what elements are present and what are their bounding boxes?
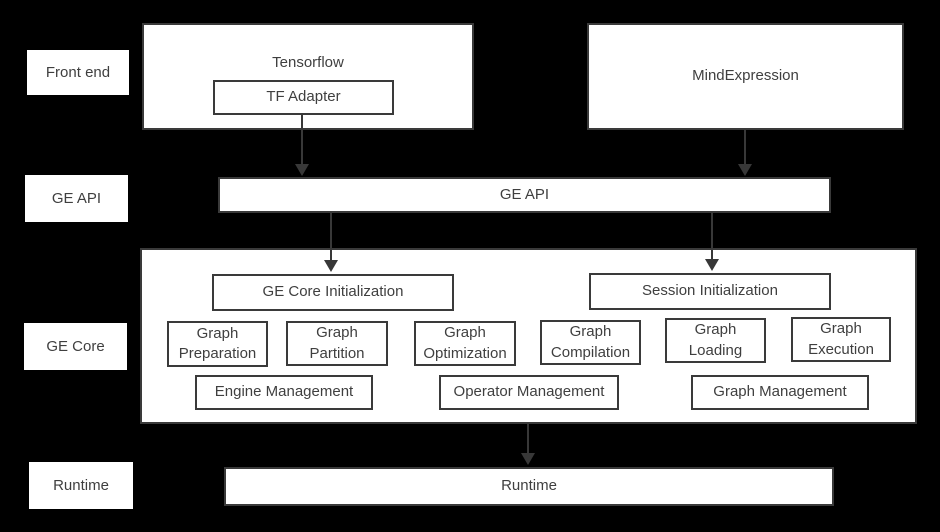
arrow-down-icon (705, 259, 719, 271)
module-graph-compilation: Graph Compilation (540, 320, 641, 365)
tf-adapter-box: TF Adapter (213, 80, 394, 115)
tensorflow-title: Tensorflow (272, 54, 344, 71)
ge-core-box: GE Core Initialization Session Initializ… (140, 248, 917, 424)
ge-core-initialization-box: GE Core Initialization (212, 274, 454, 311)
sidebar-label-ge-api: GE API (25, 175, 128, 222)
sidebar-label-front-end: Front end (27, 50, 129, 95)
tensorflow-box: Tensorflow TF Adapter (142, 23, 474, 130)
graph-management-box: Graph Management (691, 375, 869, 410)
session-initialization-box: Session Initialization (589, 273, 831, 310)
ge-api-bar: GE API (218, 177, 831, 213)
arrow-tf-adapter-to-ge-api (295, 113, 309, 176)
arrow-down-icon (295, 164, 309, 176)
runtime-bar: Runtime (224, 467, 834, 506)
module-graph-preparation: Graph Preparation (167, 321, 268, 367)
arrow-ge-api-to-core-init (324, 213, 338, 272)
arrow-down-icon (521, 453, 535, 465)
arrow-shaft (527, 424, 529, 454)
arrow-shaft (711, 213, 713, 260)
module-graph-partition: Graph Partition (286, 321, 388, 366)
engine-management-box: Engine Management (195, 375, 373, 410)
module-graph-loading: Graph Loading (665, 318, 766, 363)
module-graph-optimization: Graph Optimization (414, 321, 516, 366)
mindexpression-box: MindExpression (587, 23, 904, 130)
sidebar-label-runtime: Runtime (29, 462, 133, 509)
arrow-ge-core-to-runtime (521, 424, 535, 465)
arrow-shaft (330, 213, 332, 261)
arrow-shaft (301, 113, 303, 165)
arrow-down-icon (324, 260, 338, 272)
arrow-down-icon (738, 164, 752, 176)
operator-management-box: Operator Management (439, 375, 619, 410)
arrow-mindexpression-to-ge-api (738, 130, 752, 176)
sidebar-label-ge-core: GE Core (24, 323, 127, 370)
arrow-shaft (744, 130, 746, 165)
arrow-ge-api-to-session-init (705, 213, 719, 271)
module-graph-execution: Graph Execution (791, 317, 891, 362)
